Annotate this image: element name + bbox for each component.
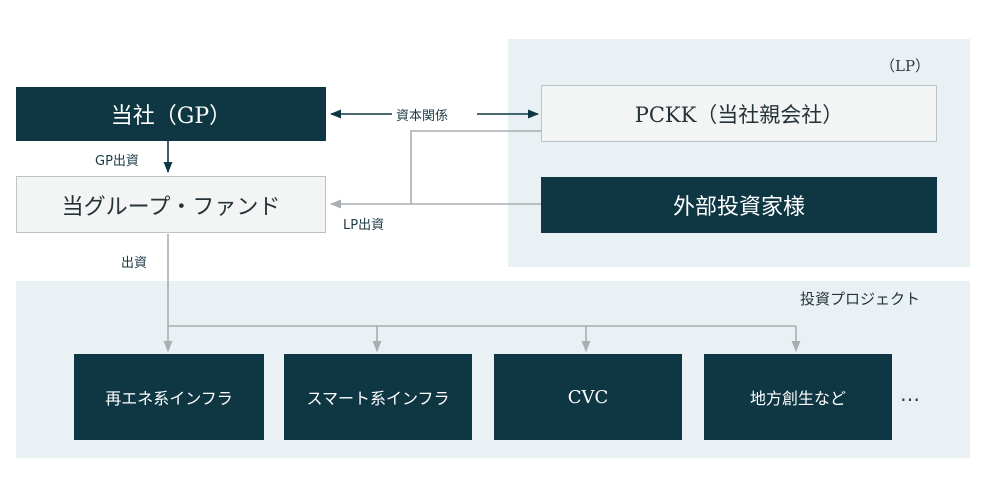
fund-box: 当グループ・ファンド xyxy=(16,176,326,233)
project-box-regional: 地方創生など xyxy=(704,354,892,440)
pckk-box: PCKK（当社親会社） xyxy=(541,85,937,142)
capital-relation-label: 資本関係 xyxy=(396,109,449,124)
external-investors-box: 外部投資家様 xyxy=(541,177,937,233)
project-box-renewable: 再エネ系インフラ xyxy=(74,354,264,440)
projects-panel-label: 投資プロジェクト xyxy=(800,290,921,308)
project-box-cvc: CVC xyxy=(494,354,682,440)
gp-box: 当社（GP） xyxy=(16,87,326,141)
lp-investment-label: LP出資 xyxy=(343,218,385,233)
project-box-smart: スマート系インフラ xyxy=(284,354,472,440)
investment-label: 出資 xyxy=(121,256,148,271)
more-ellipsis: … xyxy=(900,382,922,406)
lp-line-from-pckk xyxy=(410,130,541,204)
gp-investment-label: GP出資 xyxy=(95,154,139,169)
lp-panel-label: （LP） xyxy=(880,57,931,75)
